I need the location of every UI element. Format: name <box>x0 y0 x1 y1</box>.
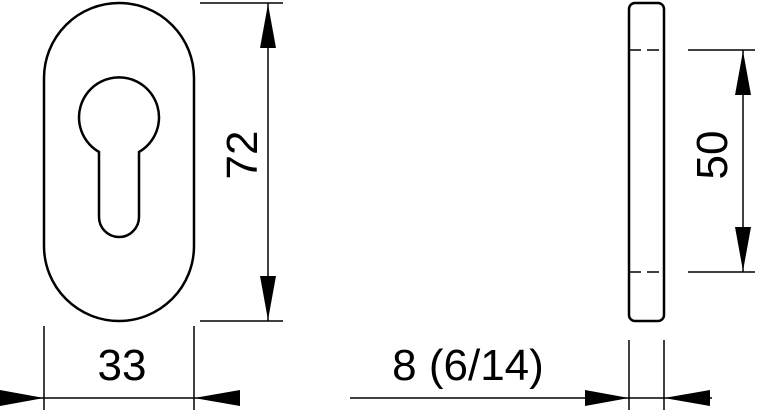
height-dimension: 72 <box>200 2 283 322</box>
arrowhead-left-into-right <box>194 390 240 406</box>
escutcheon-plate-outline <box>42 1 196 323</box>
hole-spacing-dimension: 50 <box>688 49 755 273</box>
profile-cylinder-keyhole <box>77 76 161 239</box>
side-profile-outline <box>627 1 666 323</box>
arrowhead-spacing-up <box>735 51 751 95</box>
arrowhead-down <box>260 276 276 320</box>
arrowhead-up <box>260 4 276 48</box>
arrowhead-spacing-down <box>735 227 751 271</box>
width-dimension: 33 <box>0 326 240 410</box>
thickness-label: 8 (6/14) <box>392 341 544 390</box>
arrowhead-thickness-right <box>664 390 710 406</box>
height-label: 72 <box>218 131 267 180</box>
front-view <box>42 1 196 323</box>
thickness-dimension: 8 (6/14) <box>350 340 712 410</box>
hole-spacing-label: 50 <box>688 131 737 180</box>
width-label: 33 <box>98 341 147 390</box>
arrowhead-thickness-left <box>585 390 629 406</box>
arrowhead-right-into-left <box>0 390 44 406</box>
side-view <box>627 1 666 323</box>
